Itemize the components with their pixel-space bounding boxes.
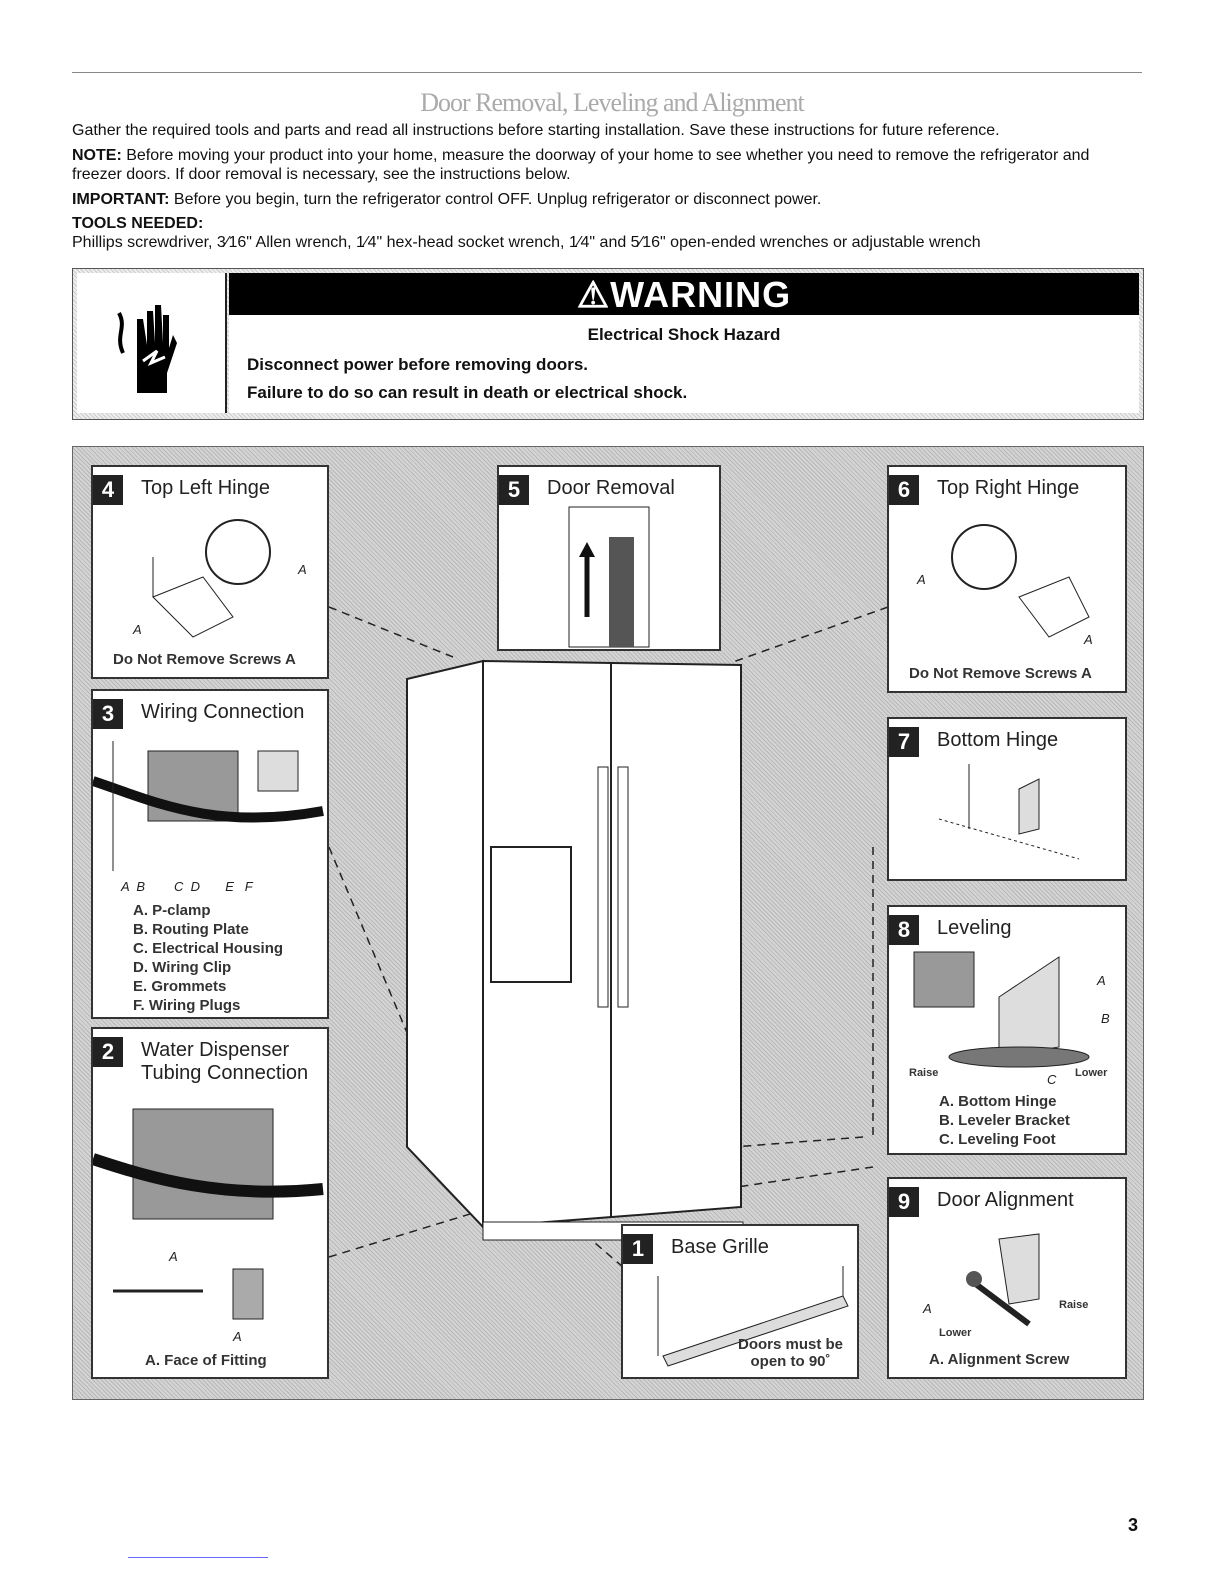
lower-label: Lower	[939, 1327, 972, 1339]
list-item: A. P-clamp	[133, 902, 211, 919]
panel-title: Water Dispenser Tubing Connection	[141, 1039, 309, 1084]
step-7-bottom-hinge-panel: 7 Bottom Hinge	[887, 717, 1127, 881]
hinge-illustration	[951, 524, 1090, 638]
note-paragraph: NOTE: Before moving your product into yo…	[72, 146, 1142, 184]
label-a: A	[1097, 973, 1106, 988]
label-a: A	[133, 622, 142, 637]
step-9-door-alignment-panel: 9 Door Alignment A Raise Lower A. Alignme…	[887, 1177, 1127, 1379]
label-b: B	[1101, 1011, 1110, 1026]
list-item: C. Electrical Housing	[133, 940, 284, 957]
footer-line	[128, 1557, 268, 1558]
note-line: open to 90˚	[750, 1353, 831, 1370]
important-paragraph: IMPORTANT: Before you begin, turn the re…	[72, 190, 1142, 209]
refrigerator-illustration	[328, 606, 889, 1268]
step-number: 2	[93, 1037, 123, 1067]
label-a: A	[298, 562, 307, 577]
step-4-top-left-hinge-panel: 4 Top Left Hinge A A Do Not Remove Screws…	[91, 465, 329, 679]
hinge-illustration	[152, 519, 271, 638]
label-a: A	[923, 1301, 932, 1316]
step-number: 7	[889, 727, 919, 757]
caption: A. Alignment Screw	[929, 1351, 1070, 1368]
tools-label: TOOLS NEEDED:	[72, 215, 204, 232]
top-rule	[72, 72, 1142, 73]
warning-hazard: Electrical Shock Hazard	[587, 325, 781, 344]
label-a: A	[169, 1249, 178, 1264]
panel-title: Door Alignment	[937, 1189, 1074, 1211]
list-item: E. Grommets	[133, 978, 227, 995]
label-a: A	[1084, 632, 1093, 647]
list-item: D. Wiring Clip	[133, 959, 232, 976]
note-label: NOTE:	[72, 147, 122, 164]
wiring-parts-list: A. P-clamp B. Routing Plate C. Electrical …	[133, 901, 283, 1015]
raise-label: Raise	[1059, 1299, 1089, 1311]
panel-title: Door Removal	[547, 477, 675, 499]
base-grille-illustration	[657, 1266, 849, 1367]
list-item: B. Routing Plate	[133, 921, 249, 938]
panel-title: Base Grille	[671, 1236, 769, 1258]
intro-text: Gather the required tools and parts and …	[72, 122, 1000, 139]
wiring-letters: A B C D E F	[121, 879, 253, 894]
door-removal-diagram: 4 Top Left Hinge A A Do Not Remove Screws…	[72, 446, 1144, 1400]
step-number: 4	[93, 475, 123, 505]
alignment-illustration	[966, 1233, 1040, 1327]
bottom-hinge-illustration	[938, 764, 1080, 860]
raise-label: Raise	[909, 1067, 939, 1079]
step-number: 9	[889, 1187, 919, 1217]
step-3-wiring-connection-panel: 3 Wiring Connection A B C D E F A. P-clam…	[91, 689, 329, 1019]
step-6-top-right-hinge-panel: 6 Top Right Hinge A A Do Not Remove Screw…	[887, 465, 1127, 693]
page-number: 3	[1128, 1515, 1139, 1535]
warning-content: ⚠WARNING Electrical Shock Hazard Disconn…	[229, 273, 1139, 413]
step-2-water-dispenser-panel: 2 Water Dispenser Tubing Connection A A A…	[91, 1027, 329, 1379]
note-text: Before moving your product into your hom…	[72, 147, 1090, 183]
door-lift-illustration	[568, 506, 650, 648]
lower-label: Lower	[1075, 1067, 1108, 1079]
important-label: IMPORTANT:	[72, 191, 170, 208]
panel-title: Leveling	[937, 917, 1012, 939]
panel-title: Wiring Connection	[141, 701, 305, 723]
note-line: Doors must be	[738, 1336, 844, 1353]
panel-title: Top Left Hinge	[141, 477, 270, 499]
list-item: C. Leveling Foot	[939, 1131, 1056, 1148]
caption: A. Face of Fitting	[145, 1352, 267, 1369]
caption: Do Not Remove Screws A	[909, 665, 1092, 682]
warning-line-1: Disconnect power before removing doors.	[247, 355, 589, 374]
list-item: A. Bottom Hinge	[939, 1093, 1057, 1110]
page-title: Door Removal, Leveling and Alignment	[420, 88, 805, 117]
tools-text: Phillips screwdriver, 3⁄16" Allen wrench…	[72, 234, 981, 251]
step-8-leveling-panel: 8 Leveling A B C Raise Lower A. Bottom Hi…	[887, 905, 1127, 1155]
electrical-shock-hand-icon	[77, 273, 227, 413]
label-a: A	[233, 1329, 242, 1344]
step-number: 8	[889, 915, 919, 945]
panel-title: Bottom Hinge	[937, 729, 1059, 751]
step-number: 5	[499, 475, 529, 505]
step-number: 3	[93, 699, 123, 729]
step-number: 6	[889, 475, 919, 505]
leveling-parts-list: A. Bottom Hinge B. Leveler Bracket C. Leve…	[939, 1092, 1070, 1149]
panel-title: Top Right Hinge	[937, 477, 1080, 499]
important-text: Before you begin, turn the refrigerator …	[169, 191, 822, 208]
step-number: 1	[623, 1234, 653, 1264]
label-c: C	[1047, 1072, 1057, 1087]
tubing-illustration	[93, 1108, 324, 1320]
list-item: B. Leveler Bracket	[939, 1112, 1070, 1129]
warning-box: ⚠WARNING Electrical Shock Hazard Disconn…	[72, 268, 1144, 420]
list-item: F. Wiring Plugs	[133, 997, 241, 1014]
caption: Do Not Remove Screws A	[113, 651, 296, 668]
label-a: A	[917, 572, 926, 587]
step-5-door-removal-panel: 5 Door Removal	[497, 465, 721, 651]
warning-header: ⚠WARNING	[229, 273, 1139, 315]
warning-line-2: Failure to do so can result in death or …	[247, 383, 688, 402]
wiring-illustration	[93, 741, 324, 871]
leveling-illustration	[913, 951, 1090, 1068]
